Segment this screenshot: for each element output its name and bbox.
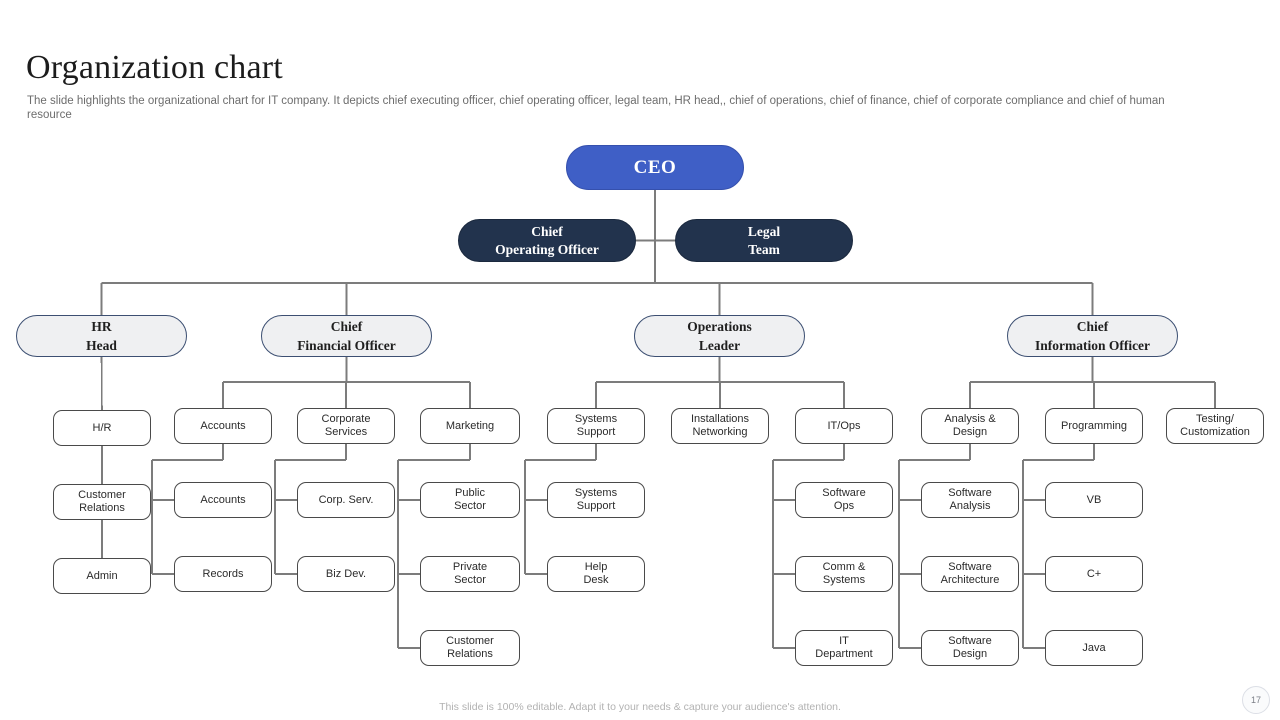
org-node-hr2[interactable]: Customer Relations [53,484,151,520]
org-node-label: HR Head [86,319,117,353]
org-node-ops2[interactable]: Installations Networking [671,408,769,444]
org-node-ceo[interactable]: CEO [566,145,744,190]
org-node-cfo2[interactable]: Corporate Services [297,408,395,444]
org-node-label: H/R [92,421,112,434]
org-node-hr[interactable]: HR Head [16,315,187,357]
org-node-ops3[interactable]: IT/Ops [795,408,893,444]
footer-note: This slide is 100% editable. Adapt it to… [439,701,841,713]
org-node-cfo3c[interactable]: Customer Relations [420,630,520,666]
org-node-label: Chief Operating Officer [495,223,599,257]
org-node-label: Legal Team [747,223,781,257]
org-node-label: Testing/ Customization [1180,413,1250,438]
org-node-label: Marketing [445,419,495,432]
org-node-label: Customer Relations [446,635,494,660]
page-number-label: 17 [1250,695,1261,705]
org-node-label: Help Desk [583,561,609,586]
org-node-label: Java [1082,641,1106,654]
page-title: Organization chart [26,48,283,86]
org-node-label: Public Sector [454,487,486,512]
org-node-cio1c[interactable]: Software Design [921,630,1019,666]
org-node-ops3b[interactable]: Comm & Systems [795,556,893,592]
org-node-ops1b[interactable]: Help Desk [547,556,645,592]
org-node-label: CEO [633,156,677,178]
page-subtitle: The slide highlights the organizational … [27,94,1165,121]
org-node-cio1[interactable]: Analysis & Design [921,408,1019,444]
org-node-label: IT/Ops [827,419,861,432]
org-node-hr3[interactable]: Admin [53,558,151,594]
org-node-cio1b[interactable]: Software Architecture [921,556,1019,592]
org-node-label: Operations Leader [687,319,752,353]
org-node-cfo2b[interactable]: Biz Dev. [297,556,395,592]
org-node-cfo1a[interactable]: Accounts [174,482,272,518]
org-node-cio2a[interactable]: VB [1045,482,1143,518]
org-node-legal[interactable]: Legal Team [675,219,853,262]
org-node-label: C+ [1086,567,1102,580]
org-node-cio2c[interactable]: Java [1045,630,1143,666]
org-node-ops1[interactable]: Systems Support [547,408,645,444]
org-node-label: Corporate Services [321,413,371,438]
org-node-cfo1[interactable]: Accounts [174,408,272,444]
org-node-hr1[interactable]: H/R [53,410,151,446]
org-node-ops3c[interactable]: IT Department [795,630,893,666]
org-node-label: Chief Financial Officer [297,319,396,353]
org-node-label: Systems Support [574,413,618,438]
org-node-label: Accounts [200,493,246,506]
org-node-cfo3b[interactable]: Private Sector [420,556,520,592]
org-node-cfo[interactable]: Chief Financial Officer [261,315,432,357]
org-node-cio3[interactable]: Testing/ Customization [1166,408,1264,444]
org-node-label: Biz Dev. [325,567,367,580]
org-node-label: Records [202,567,244,580]
org-node-cio2[interactable]: Programming [1045,408,1143,444]
org-node-label: Corp. Serv. [318,493,374,506]
org-node-label: Comm & Systems [822,561,866,586]
org-node-coo[interactable]: Chief Operating Officer [458,219,636,262]
org-node-label: Accounts [200,419,246,432]
org-node-cfo1b[interactable]: Records [174,556,272,592]
org-node-label: Customer Relations [78,489,126,514]
org-node-label: Software Ops [822,487,866,512]
org-node-label: Installations Networking [690,413,750,438]
org-node-cio2b[interactable]: C+ [1045,556,1143,592]
org-node-cfo3[interactable]: Marketing [420,408,520,444]
page-number-badge: 17 [1242,686,1270,714]
org-node-label: Systems Support [574,487,618,512]
org-node-ops1a[interactable]: Systems Support [547,482,645,518]
org-node-label: IT Department [815,635,873,660]
org-node-label: Software Architecture [940,561,1000,586]
org-node-label: VB [1086,493,1102,506]
org-node-cfo2a[interactable]: Corp. Serv. [297,482,395,518]
org-node-ops3a[interactable]: Software Ops [795,482,893,518]
org-node-label: Programming [1060,419,1128,432]
org-node-label: Software Analysis [948,487,992,512]
org-node-cio[interactable]: Chief Information Officer [1007,315,1178,357]
org-node-ops[interactable]: Operations Leader [634,315,805,357]
org-node-label: Software Design [948,635,992,660]
org-node-label: Chief Information Officer [1034,319,1151,353]
org-node-cfo3a[interactable]: Public Sector [420,482,520,518]
org-node-label: Analysis & Design [944,413,996,438]
org-node-label: Admin [86,569,118,582]
org-node-label: Private Sector [452,561,488,586]
org-node-cio1a[interactable]: Software Analysis [921,482,1019,518]
